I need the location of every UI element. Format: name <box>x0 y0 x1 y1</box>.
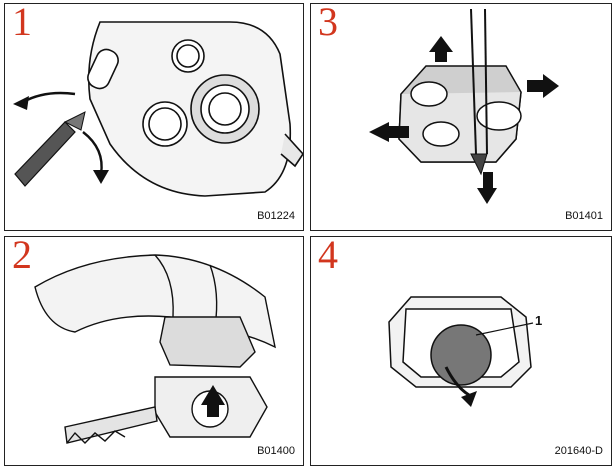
step-number: 1 <box>12 3 32 44</box>
figure-code: 201640-D <box>554 445 603 457</box>
panel-step-2: 2 B01400 <box>4 236 304 466</box>
figure-code: B01224 <box>257 210 295 222</box>
hand-removing-cover-illustration <box>34 254 276 444</box>
panel-step-1: 1 B01224 <box>4 3 304 231</box>
button-module-release-illustration <box>369 8 559 204</box>
step-number: 4 <box>318 236 338 277</box>
callout-label: 1 <box>535 313 543 328</box>
key-fob-pry-illustration <box>13 21 303 197</box>
figure-code: B01401 <box>565 210 603 222</box>
step-number: 3 <box>318 3 338 44</box>
figure-code: B01400 <box>257 445 295 457</box>
panel-step-4: 4 1 201640-D <box>310 236 612 466</box>
battery-removal-illustration <box>388 296 534 407</box>
step-number: 2 <box>12 236 32 277</box>
panel-step-3: 3 B01401 <box>310 3 612 231</box>
